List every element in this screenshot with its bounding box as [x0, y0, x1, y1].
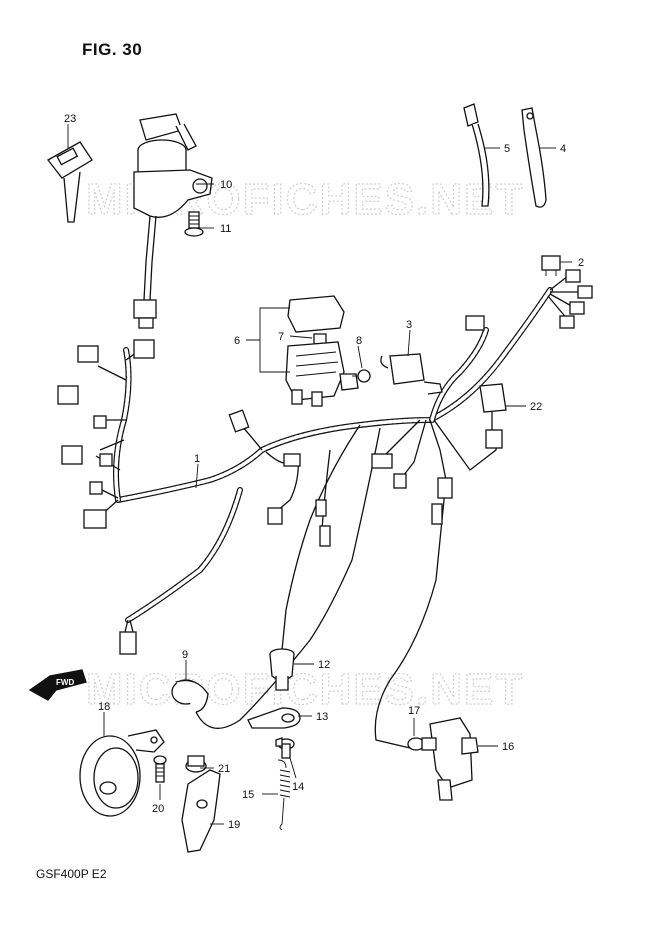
- watermark-bottom: MICROFICHES.NET: [86, 665, 524, 714]
- callout-19: 19: [228, 819, 240, 831]
- model-code: GSF400P E2: [36, 867, 107, 881]
- callout-3: 3: [406, 319, 412, 331]
- part-relay-3: [380, 353, 443, 395]
- callouts: 23 10 11 5 4 2 6 7 8 3 22 1 9 12 13 14 1…: [64, 113, 584, 831]
- callout-18: 18: [98, 701, 110, 713]
- callout-11: 11: [220, 223, 231, 235]
- part-wiring-harness: [95, 275, 580, 749]
- figure-title: FIG. 30: [82, 40, 143, 59]
- callout-2: 2: [578, 257, 584, 269]
- part-screw-8: [352, 369, 371, 383]
- fwd-label: FWD: [56, 678, 74, 687]
- callout-15: 15: [242, 789, 254, 801]
- callout-14: 14: [292, 781, 304, 793]
- part-switch-9: [171, 679, 209, 713]
- leader-lines: [67, 124, 572, 825]
- callout-10: 10: [220, 179, 232, 191]
- part-cable-tie: [463, 103, 490, 207]
- part-neutral-switch: [269, 648, 295, 691]
- callout-1: 1: [194, 453, 200, 465]
- callout-13: 13: [316, 711, 328, 723]
- part-bracket-13: [247, 707, 301, 729]
- part-fuse-box: [285, 295, 359, 407]
- part-bolt-11: [184, 211, 204, 237]
- part-band: [521, 107, 547, 208]
- part-key: [47, 141, 93, 223]
- part-sidestand-switch: [407, 717, 479, 801]
- part-bolt-21: [185, 755, 207, 773]
- part-bolt-14: [275, 737, 295, 759]
- callout-6: 6: [234, 335, 240, 347]
- part-relay-22: [479, 383, 507, 449]
- callout-23: 23: [64, 113, 76, 125]
- callout-4: 4: [560, 143, 566, 155]
- callout-20: 20: [152, 803, 164, 815]
- callout-21: 21: [218, 763, 230, 775]
- part-ignition-switch: [133, 113, 213, 329]
- part-horn: [79, 729, 165, 817]
- part-horn-bracket: [181, 769, 221, 853]
- callout-12: 12: [318, 659, 330, 671]
- part-spring: [277, 759, 291, 831]
- callout-16: 16: [502, 741, 514, 753]
- callout-17: 17: [408, 705, 420, 717]
- part-fuse: [541, 255, 561, 276]
- callout-22: 22: [530, 401, 542, 413]
- callout-9: 9: [182, 649, 188, 661]
- callout-5: 5: [504, 143, 510, 155]
- fwd-arrow: FWD: [28, 669, 87, 701]
- part-bolt-20: [153, 755, 167, 783]
- callout-8: 8: [356, 335, 362, 347]
- harness-connectors: [57, 269, 593, 655]
- callout-7: 7: [278, 331, 284, 343]
